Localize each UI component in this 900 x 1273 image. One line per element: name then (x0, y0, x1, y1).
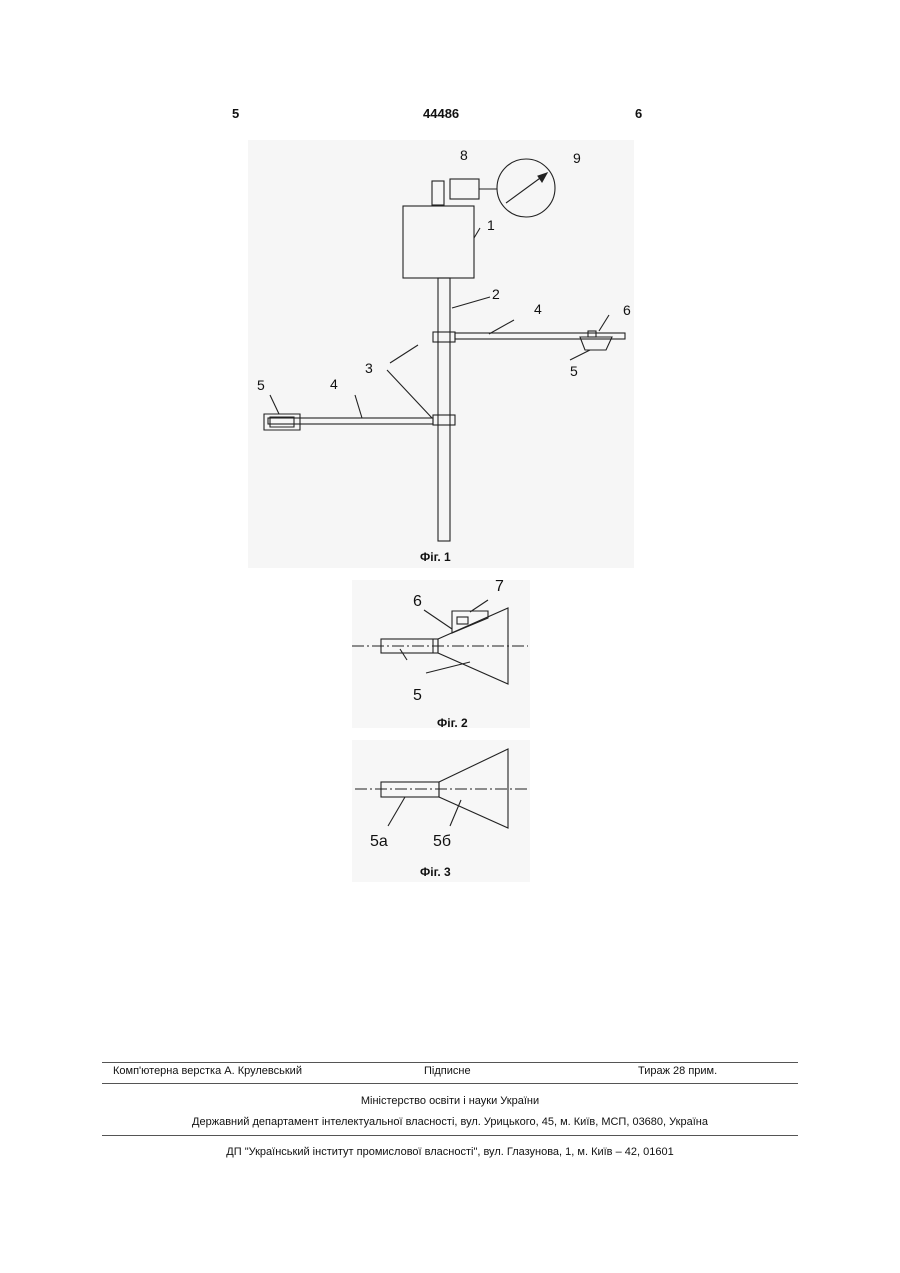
fig1-scan-area (248, 140, 634, 568)
fig3-label-5a: 5а (370, 833, 388, 850)
imprint-department: Державний департамент інтелектуальної вл… (0, 1116, 900, 1128)
imprint-layout: Комп'ютерна верстка А. Крулевський (113, 1065, 302, 1077)
fig1-label-4-right: 4 (534, 301, 542, 317)
fig1-label-3: 3 (365, 360, 373, 376)
fig1-label-2: 2 (492, 286, 500, 302)
imprint-print-run: Тираж 28 прим. (638, 1065, 717, 1077)
fig1-label-9: 9 (573, 150, 581, 166)
imprint-signed: Підписне (424, 1065, 471, 1077)
fig1-label-5-left: 5 (257, 377, 265, 393)
fig2-label-5: 5 (413, 687, 422, 704)
imprint-rule-bottom (102, 1135, 798, 1136)
imprint-ministry: Міністерство освіти і науки України (0, 1095, 900, 1107)
fig3-scan-area (352, 740, 530, 882)
fig1-label-4-left: 4 (330, 376, 338, 392)
fig1-caption: Фіг. 1 (420, 550, 451, 564)
imprint-rule-middle (102, 1083, 798, 1084)
fig2-label-6: 6 (413, 593, 422, 610)
fig3-caption: Фіг. 3 (420, 865, 451, 879)
fig2-caption: Фіг. 2 (437, 716, 468, 730)
fig1-label-1: 1 (487, 217, 495, 233)
imprint-institute: ДП "Український інститут промислової вла… (0, 1146, 900, 1158)
imprint-rule-top (102, 1062, 798, 1063)
fig1-label-5-right: 5 (570, 363, 578, 379)
fig3-label-5b: 5б (433, 833, 451, 850)
fig1-label-8: 8 (460, 147, 468, 163)
patent-drawings: 8 9 1 2 4 6 5 3 4 5 7 6 5 5а 5б (0, 0, 900, 900)
fig1-label-6: 6 (623, 302, 631, 318)
fig2-label-7: 7 (495, 578, 504, 595)
